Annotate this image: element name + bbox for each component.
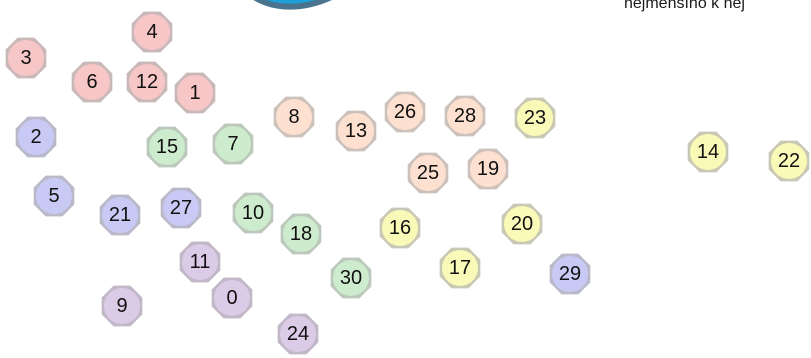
number-token[interactable]: 6 (70, 60, 114, 104)
token-face (276, 99, 312, 135)
token-face (18, 119, 54, 155)
token-shape (383, 90, 427, 134)
number-token[interactable]: 30 (329, 256, 373, 300)
token-face (177, 75, 213, 111)
token-shape (334, 109, 378, 153)
number-token[interactable]: 26 (383, 90, 427, 134)
token-shape (211, 122, 255, 166)
number-token[interactable]: 14 (686, 130, 730, 174)
token-face (280, 316, 316, 352)
token-shape (125, 60, 169, 104)
token-shape (767, 139, 811, 183)
number-token[interactable]: 24 (276, 312, 320, 356)
token-face (104, 288, 140, 324)
token-shape (686, 130, 730, 174)
token-face (8, 40, 44, 76)
number-token[interactable]: 18 (279, 212, 323, 256)
number-token[interactable]: 10 (231, 191, 275, 235)
token-face (771, 143, 807, 179)
number-token[interactable]: 7 (211, 122, 255, 166)
number-token[interactable]: 2 (14, 115, 58, 159)
token-face (517, 100, 553, 136)
number-token[interactable]: 20 (500, 202, 544, 246)
blue-arc-logo (222, 0, 362, 36)
number-token[interactable]: 17 (438, 246, 482, 290)
number-token[interactable]: 8 (272, 95, 316, 139)
number-token[interactable]: 16 (378, 206, 422, 250)
token-face (382, 210, 418, 246)
instruction-text: nejmenšího k nej (624, 0, 745, 14)
number-token[interactable]: 9 (100, 284, 144, 328)
token-shape (14, 115, 58, 159)
token-face (447, 98, 483, 134)
token-face (149, 129, 185, 165)
token-shape (159, 186, 203, 230)
token-shape (100, 284, 144, 328)
number-token[interactable]: 15 (145, 125, 189, 169)
token-shape (210, 276, 254, 320)
token-shape (145, 125, 189, 169)
token-face (215, 126, 251, 162)
token-shape (548, 252, 592, 296)
token-shape (4, 36, 48, 80)
token-face (690, 134, 726, 170)
number-token[interactable]: 4 (130, 10, 174, 54)
token-face (552, 256, 588, 292)
number-token[interactable]: 29 (548, 252, 592, 296)
token-shape (130, 10, 174, 54)
token-shape (231, 191, 275, 235)
token-face (283, 216, 319, 252)
token-shape (70, 60, 114, 104)
token-shape (32, 174, 76, 218)
number-token[interactable]: 28 (443, 94, 487, 138)
token-face (36, 178, 72, 214)
token-shape (272, 95, 316, 139)
token-face (410, 155, 446, 191)
number-token[interactable]: 13 (334, 109, 378, 153)
token-face (74, 64, 110, 100)
token-shape (406, 151, 450, 195)
number-token[interactable]: 22 (767, 139, 811, 183)
token-shape (466, 147, 510, 191)
token-face (134, 14, 170, 50)
token-face (102, 197, 138, 233)
token-shape (279, 212, 323, 256)
number-token[interactable]: 1 (173, 71, 217, 115)
token-shape (98, 193, 142, 237)
token-face (470, 151, 506, 187)
token-face (504, 206, 540, 242)
token-face (333, 260, 369, 296)
number-token[interactable]: 5 (32, 174, 76, 218)
token-shape (443, 94, 487, 138)
number-token[interactable]: 23 (513, 96, 557, 140)
token-face (235, 195, 271, 231)
token-face (338, 113, 374, 149)
token-shape (513, 96, 557, 140)
token-face (442, 250, 478, 286)
token-face (214, 280, 250, 316)
number-token[interactable]: 25 (406, 151, 450, 195)
token-face (387, 94, 423, 130)
number-token[interactable]: 12 (125, 60, 169, 104)
token-shape (329, 256, 373, 300)
number-token[interactable]: 0 (210, 276, 254, 320)
token-shape (500, 202, 544, 246)
token-face (163, 190, 199, 226)
number-token[interactable]: 19 (466, 147, 510, 191)
token-shape (438, 246, 482, 290)
number-token[interactable]: 21 (98, 193, 142, 237)
token-face (182, 244, 218, 280)
token-face (129, 64, 165, 100)
token-shape (173, 71, 217, 115)
token-shape (378, 206, 422, 250)
number-token[interactable]: 3 (4, 36, 48, 80)
number-token[interactable]: 27 (159, 186, 203, 230)
token-shape (276, 312, 320, 356)
